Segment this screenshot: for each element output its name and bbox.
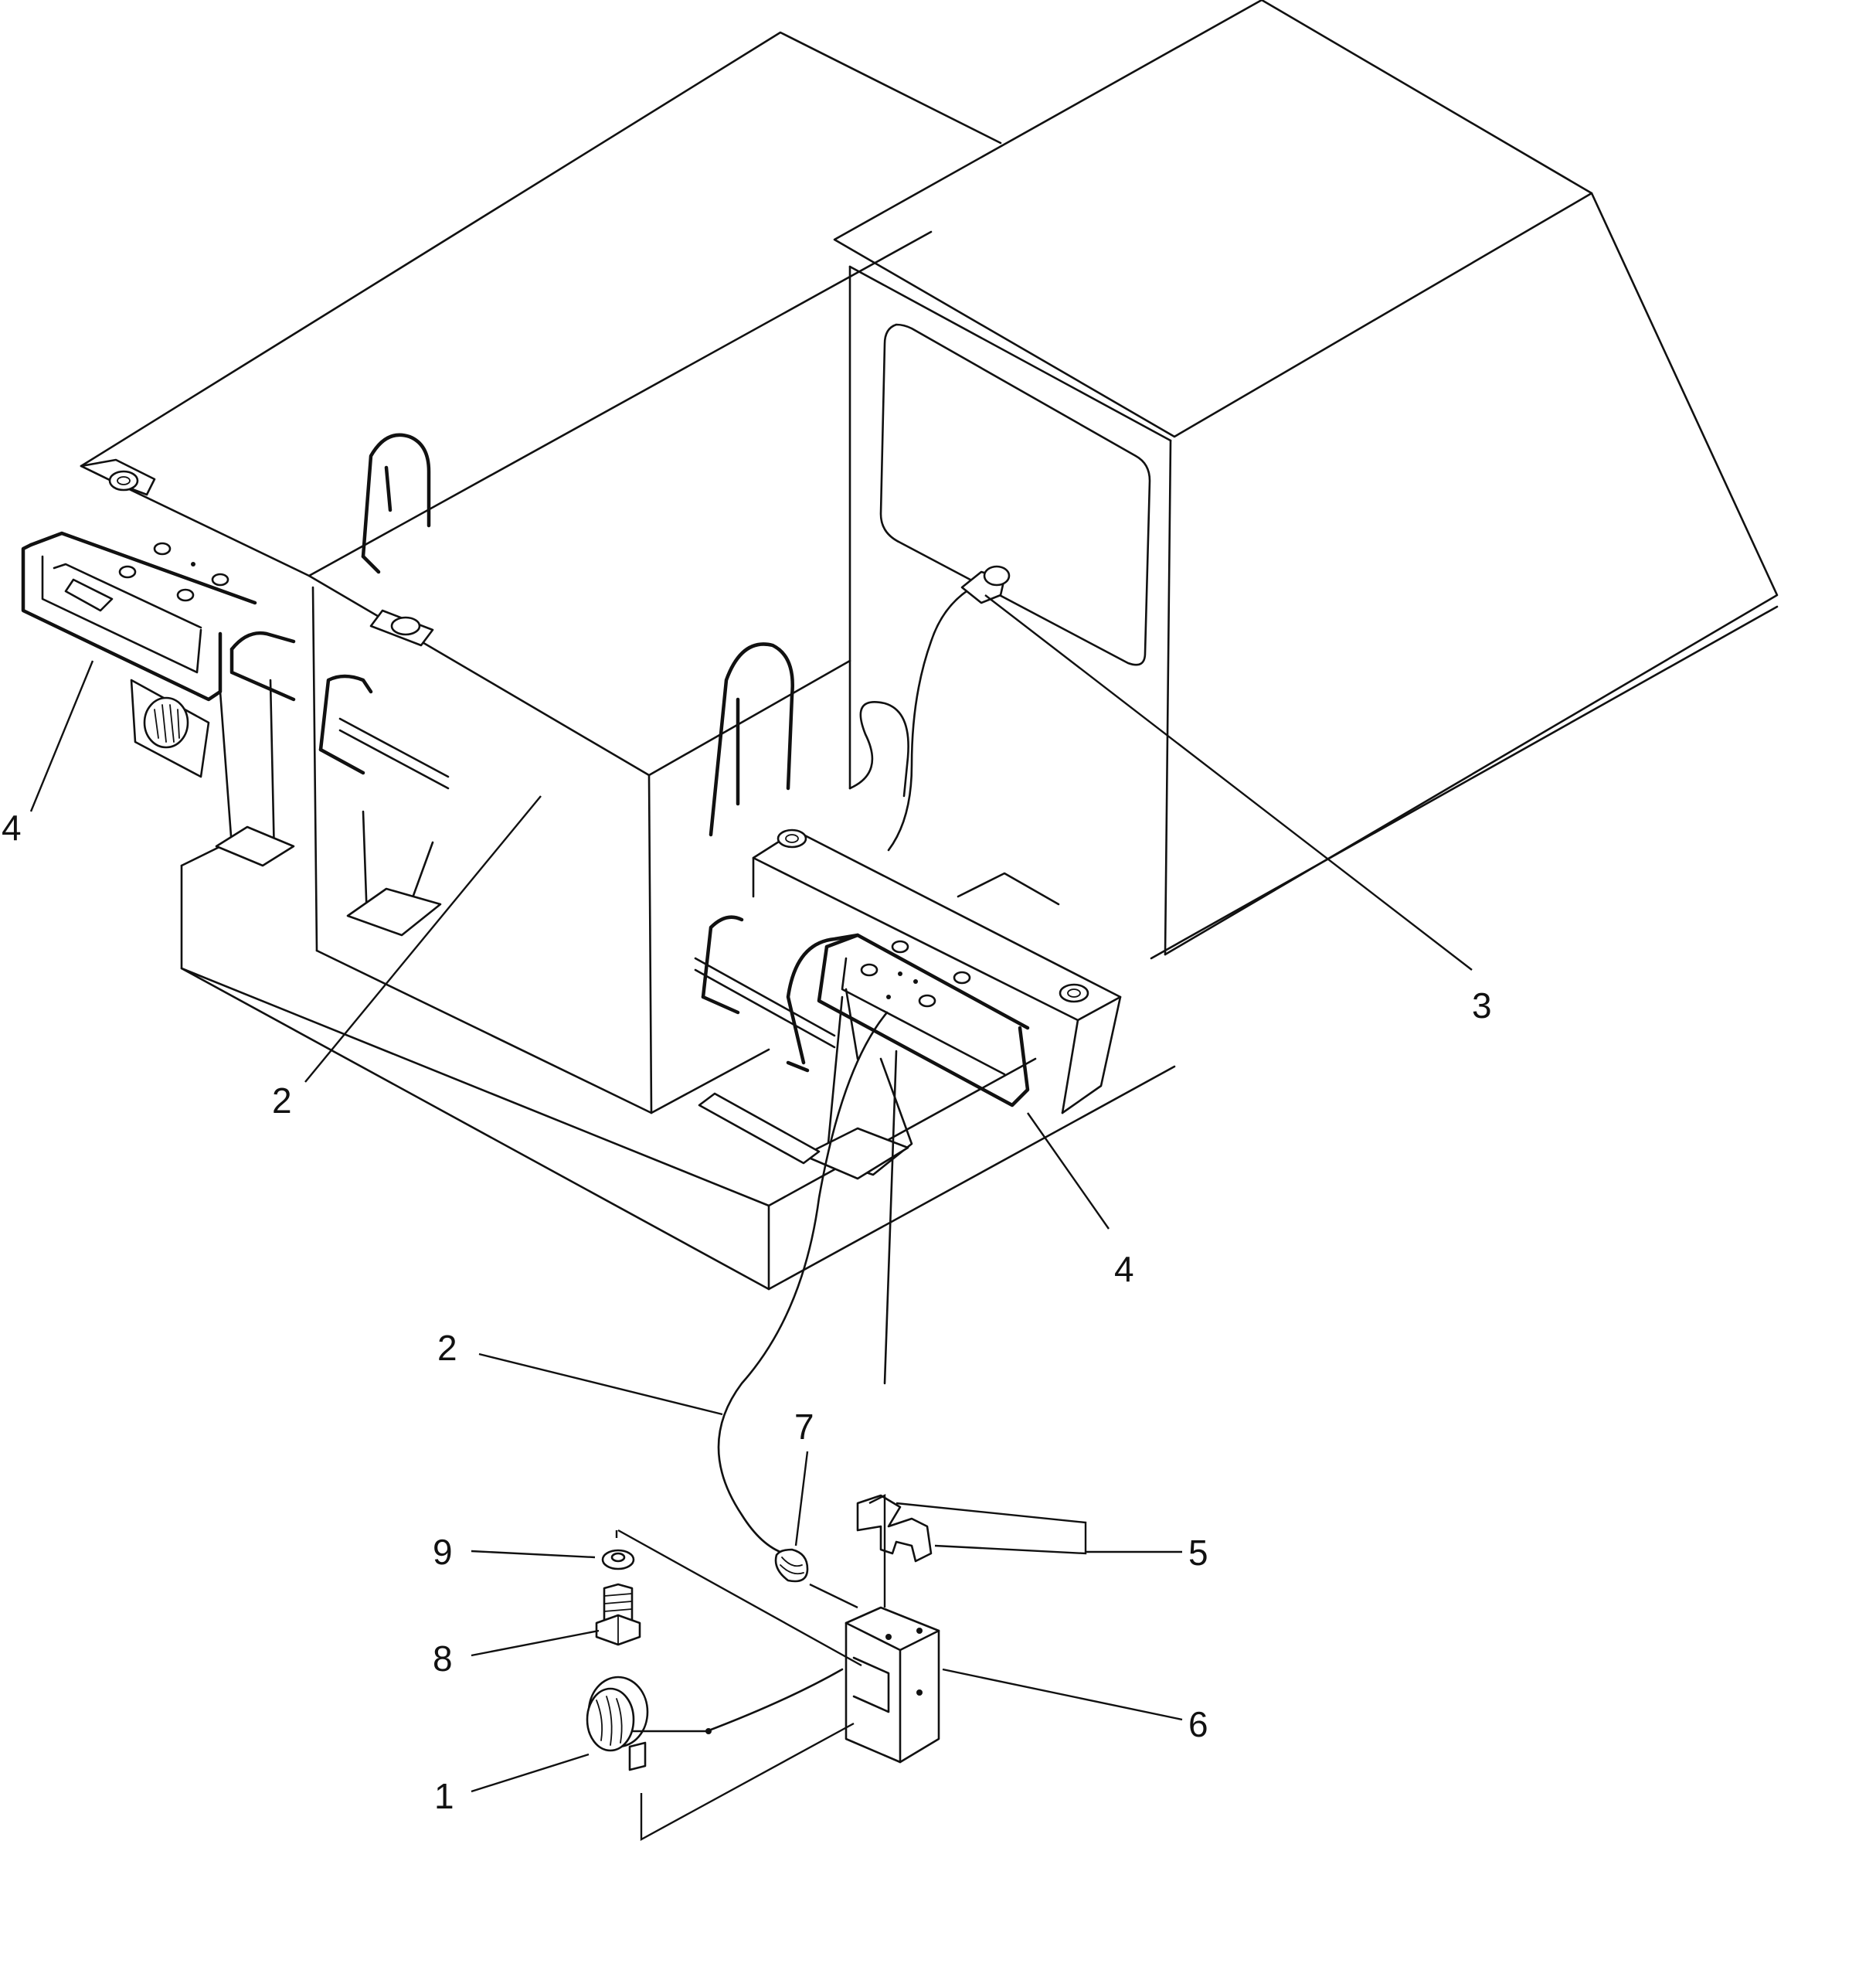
- callout-label: 6: [1188, 1704, 1208, 1744]
- callout-label: 5: [1188, 1533, 1208, 1573]
- callout-label: 2: [437, 1328, 457, 1368]
- leader-4-left: [29, 660, 94, 812]
- cab-socket: [960, 565, 1011, 604]
- callout-label: 1: [434, 1776, 454, 1816]
- left-light-bracket: [21, 458, 296, 867]
- washer-part-9: [601, 1549, 635, 1570]
- leader-6: [942, 1668, 1183, 1721]
- right-light-bracket: [694, 642, 1122, 1180]
- callout-label: 2: [272, 1080, 292, 1121]
- leader-7: [794, 1451, 809, 1546]
- cable-harness: [717, 578, 991, 1555]
- leader-1: [471, 1753, 590, 1793]
- callout-label: 4: [1114, 1249, 1134, 1289]
- mount-bracket-part-6: [845, 1606, 940, 1764]
- leader-8: [471, 1629, 600, 1657]
- callout-label: 4: [2, 808, 22, 848]
- leader-2-lower: [478, 1352, 723, 1416]
- leader-4-right: [1027, 1112, 1110, 1230]
- clip-part-5: [856, 1494, 933, 1563]
- bolt-part-8: [595, 1583, 641, 1646]
- left-ladder: [318, 433, 450, 937]
- callouts: 4 2 3 4 2 7 5 9 8 6 1: [2, 594, 1492, 1816]
- work-lamp-part-1: [586, 1668, 844, 1771]
- callout-label: 9: [433, 1532, 453, 1572]
- leader-2-upper: [304, 795, 542, 1083]
- grommet-part-7: [774, 1548, 809, 1583]
- callout-label: 3: [1472, 985, 1492, 1026]
- assembly-guide-lines: [615, 1494, 886, 1842]
- leader-5: [896, 1502, 1182, 1555]
- callout-label: 8: [433, 1638, 453, 1679]
- cab: [833, 0, 1779, 960]
- leader-3: [984, 594, 1473, 971]
- callout-label: 7: [794, 1407, 814, 1447]
- leader-9: [471, 1550, 596, 1559]
- machine-body: [80, 31, 1176, 1291]
